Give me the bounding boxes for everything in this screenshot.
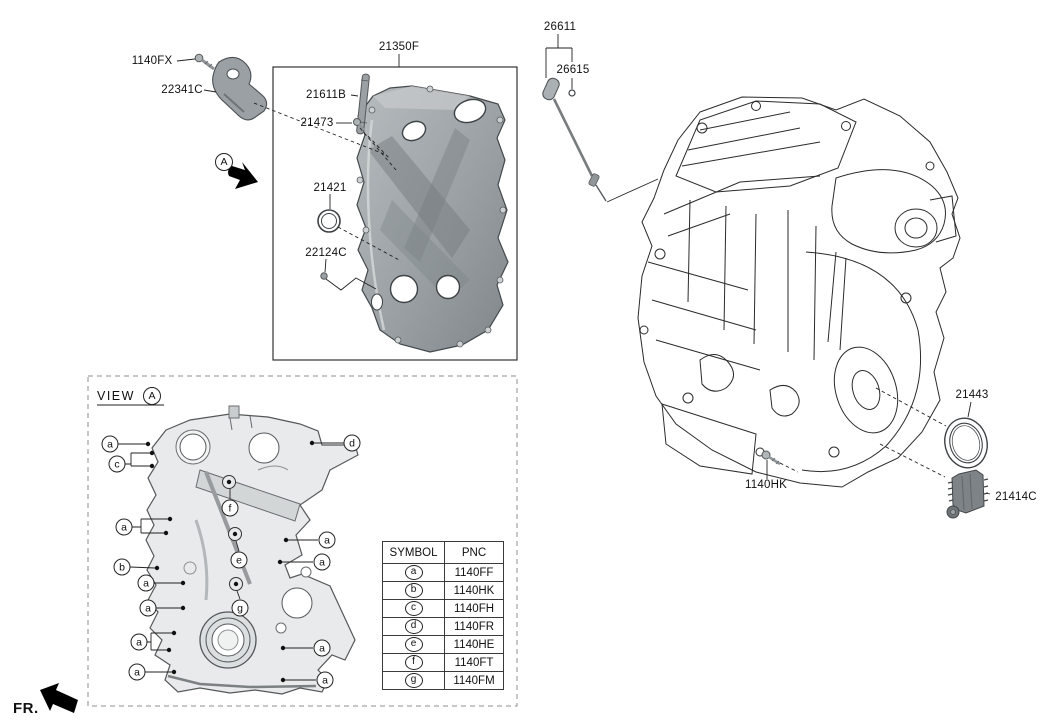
- part-label-21611b: 21611B: [306, 89, 346, 101]
- engine-illustration: [637, 96, 961, 488]
- pnc-cell: 1140HE: [444, 635, 504, 654]
- bolt-icon-1140fx: [194, 53, 215, 71]
- callout-a: a: [101, 435, 119, 453]
- table-row: b 1140HK: [382, 581, 504, 600]
- callout-d: d: [343, 434, 361, 452]
- part-label-21473: 21473: [300, 117, 334, 129]
- symbol-oval: b: [404, 583, 423, 598]
- part-label-21443: 21443: [955, 389, 989, 401]
- label-leader-lines: [176, 34, 991, 495]
- symbol-oval: f: [404, 655, 423, 670]
- part-label-26615: 26615: [556, 64, 590, 76]
- callout-a: a: [313, 553, 331, 571]
- view-a-title: VIEW: [97, 389, 135, 403]
- plug-icon-22124c: [320, 272, 328, 280]
- part-label-22124c: 22124C: [305, 247, 347, 259]
- view-a-marker: A: [143, 387, 161, 405]
- callout-b: b: [113, 558, 131, 576]
- pnc-cell: 1140HK: [444, 581, 504, 600]
- part-label-21421: 21421: [313, 182, 347, 194]
- bolt-icon-21473: [353, 118, 365, 131]
- callout-c: c: [108, 455, 126, 473]
- symbol-oval: g: [404, 673, 423, 688]
- table-header-symbol: SYMBOL: [382, 541, 445, 564]
- bracket-part-22341c: [212, 56, 268, 121]
- part-label-1140hk: 1140HK: [745, 479, 787, 491]
- callout-a: a: [130, 633, 148, 651]
- callout-a: a: [313, 639, 331, 657]
- callout-a: a: [137, 574, 155, 592]
- table-row: d 1140FR: [382, 617, 504, 636]
- view-a-dashed-frame: [87, 375, 518, 707]
- detail-box-frame: [272, 66, 518, 361]
- fr-direction-label: FR.: [13, 700, 39, 717]
- table-row: c 1140FH: [382, 599, 504, 618]
- view-a-cover: [145, 405, 359, 695]
- pnc-cell: 1140FH: [444, 599, 504, 618]
- callout-a: a: [115, 518, 133, 536]
- oil-dipstick-26611: [542, 77, 659, 203]
- dashed-leader-lines: [253, 102, 947, 478]
- table-row: f 1140FT: [382, 653, 504, 672]
- pnc-cell: 1140FF: [444, 563, 504, 582]
- callout-a: a: [128, 663, 146, 681]
- callout-e: e: [230, 551, 248, 569]
- symbol-pnc-table: SYMBOL PNC a 1140FF b 1140HK c 1140FH d …: [382, 541, 504, 690]
- bolt-icon-1140hk: [761, 450, 781, 466]
- table-row: g 1140FM: [382, 671, 504, 690]
- callout-f: f: [221, 499, 239, 517]
- sensor-part-21414c: [946, 469, 989, 519]
- callout-a: a: [139, 599, 157, 617]
- oring-icon-26615: [568, 89, 576, 97]
- part-label-1140fx: 1140FX: [131, 55, 173, 67]
- detail-a-marker: A: [215, 153, 233, 171]
- pnc-cell: 1140FT: [444, 653, 504, 672]
- symbol-oval: e: [404, 637, 423, 652]
- detail-a-arrow-icon: [228, 162, 258, 189]
- table-row: e 1140HE: [382, 635, 504, 654]
- part-label-26611: 26611: [543, 21, 577, 33]
- callout-a: a: [316, 671, 334, 689]
- seal-ring-21421: [317, 209, 341, 233]
- timing-cover-3d: [356, 85, 509, 353]
- callout-g: g: [231, 599, 249, 617]
- callout-leader-lines: [118, 442, 344, 681]
- part-label-21350f: 21350F: [378, 41, 420, 53]
- pnc-cell: 1140FR: [444, 617, 504, 636]
- part-label-21414c: 21414C: [995, 491, 1037, 503]
- table-row: a 1140FF: [382, 563, 504, 582]
- symbol-oval: d: [404, 619, 423, 634]
- pnc-cell: 1140FM: [444, 671, 504, 690]
- part-label-22341c: 22341C: [161, 84, 203, 96]
- fr-arrow-icon: [40, 683, 78, 713]
- callout-target-dots: [145, 440, 315, 683]
- symbol-oval: a: [404, 565, 423, 580]
- callout-a: a: [318, 531, 336, 549]
- symbol-oval: c: [404, 601, 423, 616]
- table-header-pnc: PNC: [444, 541, 504, 564]
- stud-icon-21611b: [356, 73, 370, 135]
- crank-seal-21443: [944, 417, 988, 469]
